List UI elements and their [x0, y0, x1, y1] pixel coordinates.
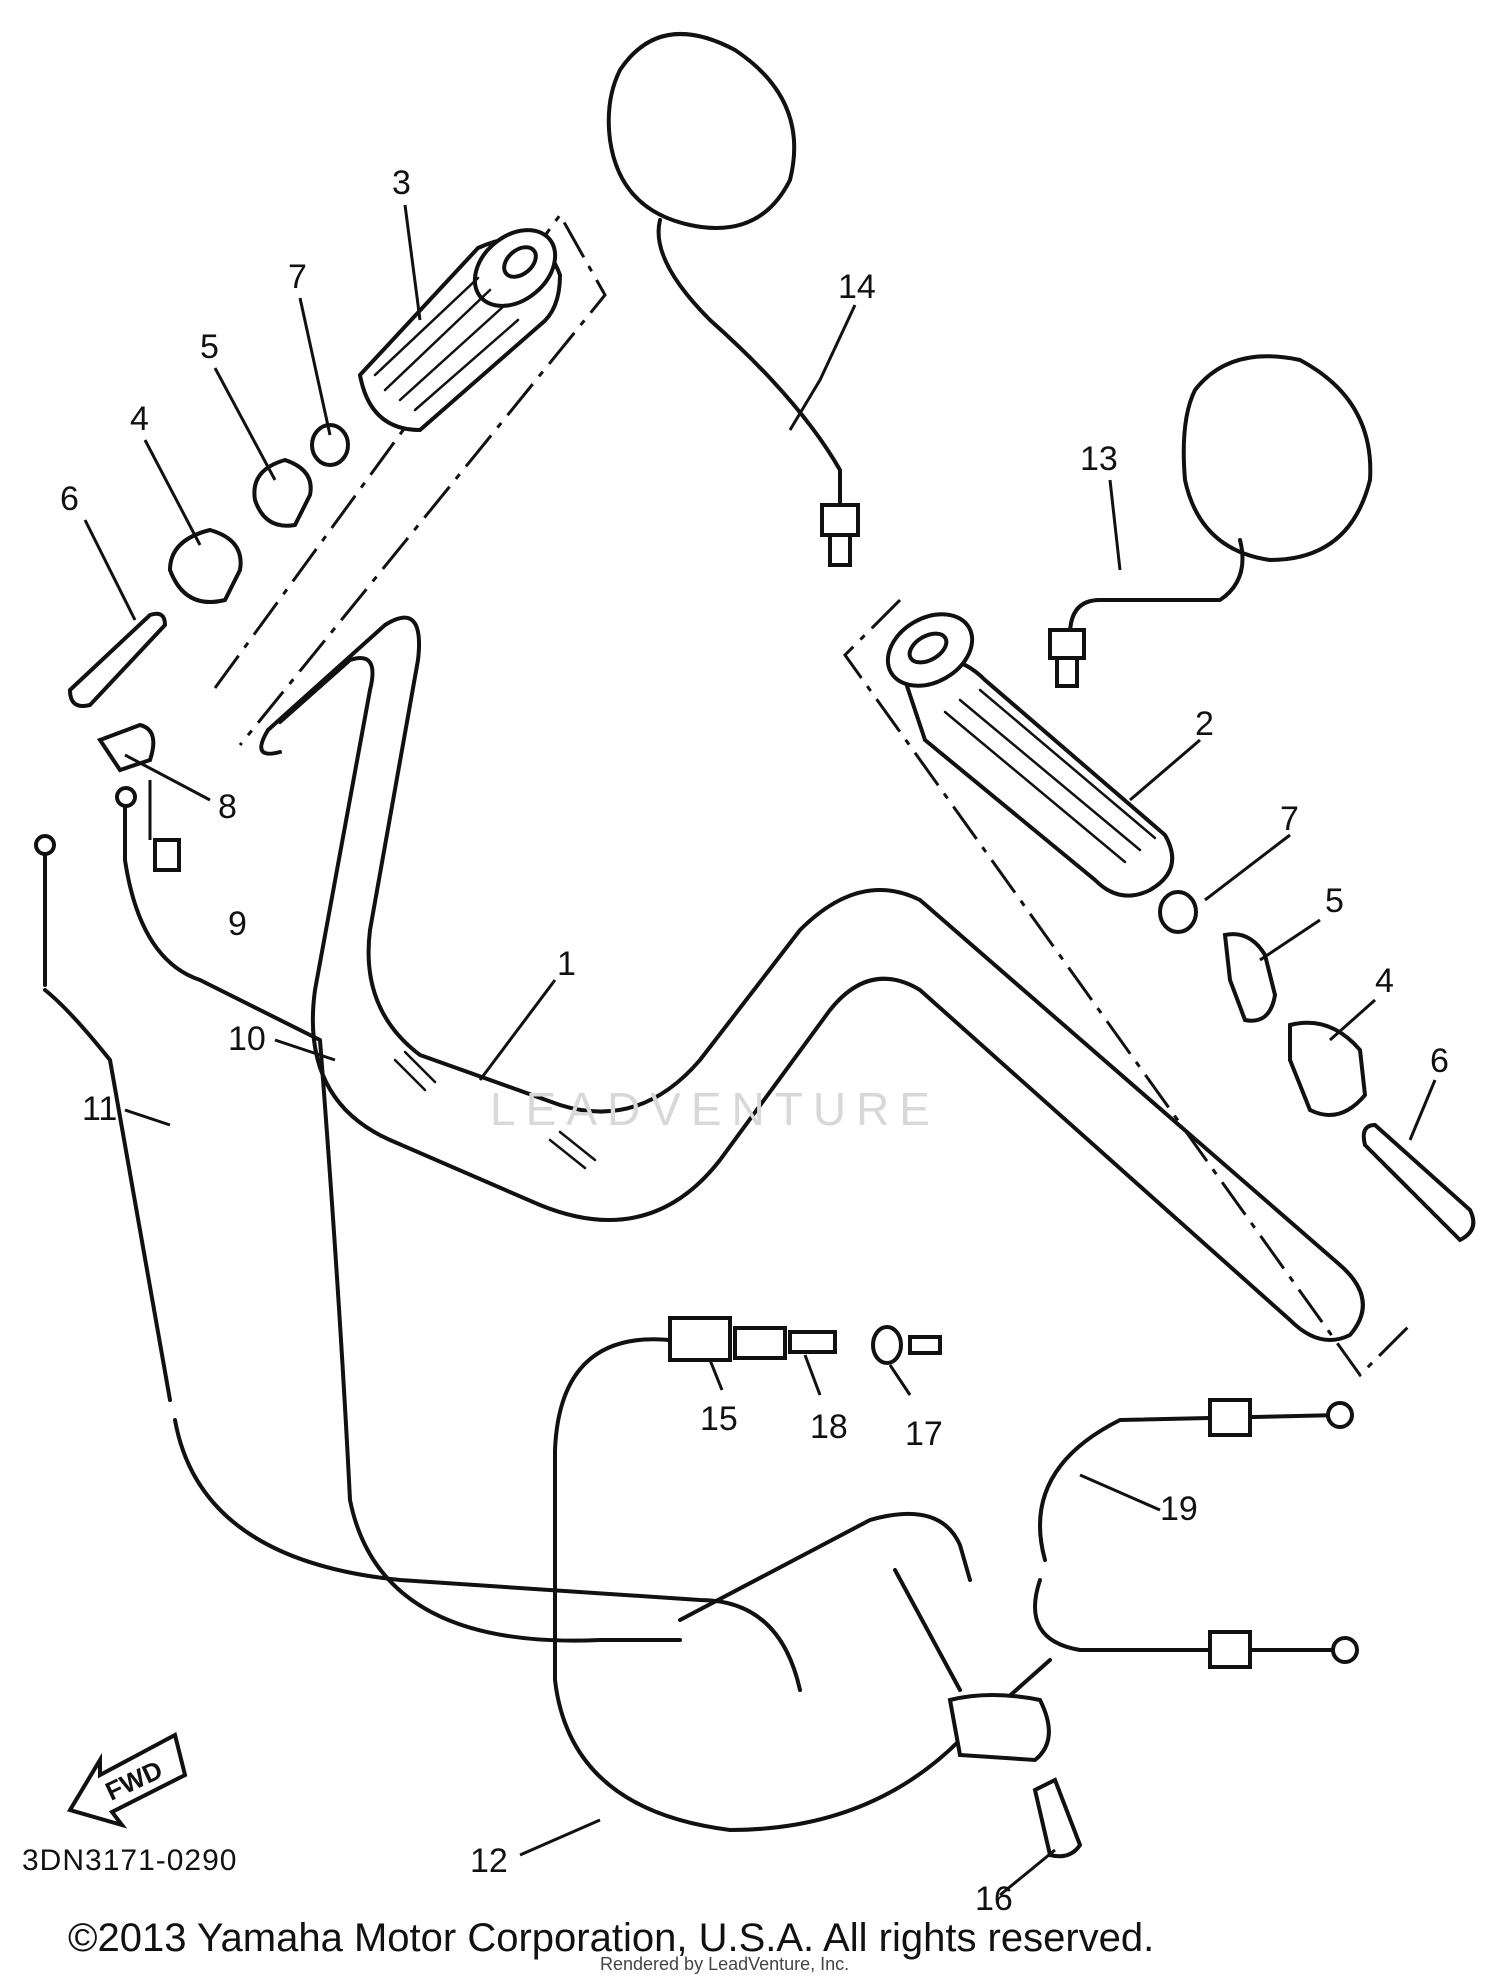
callout-6-left: 6: [60, 480, 79, 518]
assembly-line-left: [213, 212, 607, 746]
callout-10: 8: [218, 788, 237, 826]
callout-15: 17: [905, 1415, 943, 1453]
left-mirror: [606, 32, 860, 567]
cable-9: [34, 834, 802, 1692]
leader-lines: [83, 204, 1437, 1897]
right-mirror: [1048, 354, 1373, 688]
callout-2: 2: [1195, 705, 1214, 743]
callout-3: 3: [392, 164, 411, 202]
callout-18: 14: [838, 268, 876, 306]
cable-8: [115, 786, 682, 1643]
fwd-arrow-icon: FWD: [66, 1732, 188, 1829]
callout-8: 10: [228, 1020, 266, 1058]
left-end-parts: [67, 423, 350, 708]
callout-9: 11: [82, 1090, 117, 1128]
callout-7-right: 7: [1280, 800, 1299, 838]
callout-17: 13: [1080, 440, 1118, 478]
callout-5-right: 5: [1325, 882, 1344, 920]
callout-6-right: 6: [1430, 1042, 1449, 1080]
bracket-13: [893, 1568, 1083, 1859]
diagram-code: 3DN3171-0290: [22, 1844, 238, 1877]
handlebar: [259, 615, 1365, 1342]
callout-11: 9: [228, 905, 247, 943]
callout-13: 16: [975, 1880, 1013, 1918]
cable-19: [1033, 1398, 1359, 1669]
callout-12: 12: [470, 1842, 508, 1880]
callout-19: 19: [1160, 1490, 1198, 1528]
assembly-line-right: [843, 598, 1412, 1378]
watermark: LEADVENTURE: [490, 1083, 940, 1135]
callouts: 3 7 5 4 6 8 9 14 13 2 7 5 4 6 1 10 11 15…: [60, 164, 1449, 1918]
callout-7-left: 7: [288, 258, 307, 296]
callout-14: 15: [700, 1400, 738, 1438]
cable-12: [553, 1337, 1052, 1832]
clamp-10: [96, 722, 156, 773]
callout-1: 1: [557, 945, 576, 983]
adjuster-parts: [668, 1316, 942, 1365]
right-grip: [885, 612, 1175, 898]
callout-4-left: 4: [130, 400, 149, 438]
callout-16: 18: [810, 1408, 848, 1446]
callout-5-left: 5: [200, 328, 219, 366]
copyright-text: ©2013 Yamaha Motor Corporation, U.S.A. A…: [68, 1916, 1155, 1960]
callout-4-right: 4: [1375, 962, 1394, 1000]
rendered-by-text: Rendered by LeadVenture, Inc.: [600, 1954, 850, 1974]
right-end-parts: [1158, 890, 1476, 1243]
screw-11: [153, 838, 181, 872]
left-grip: [357, 228, 563, 433]
